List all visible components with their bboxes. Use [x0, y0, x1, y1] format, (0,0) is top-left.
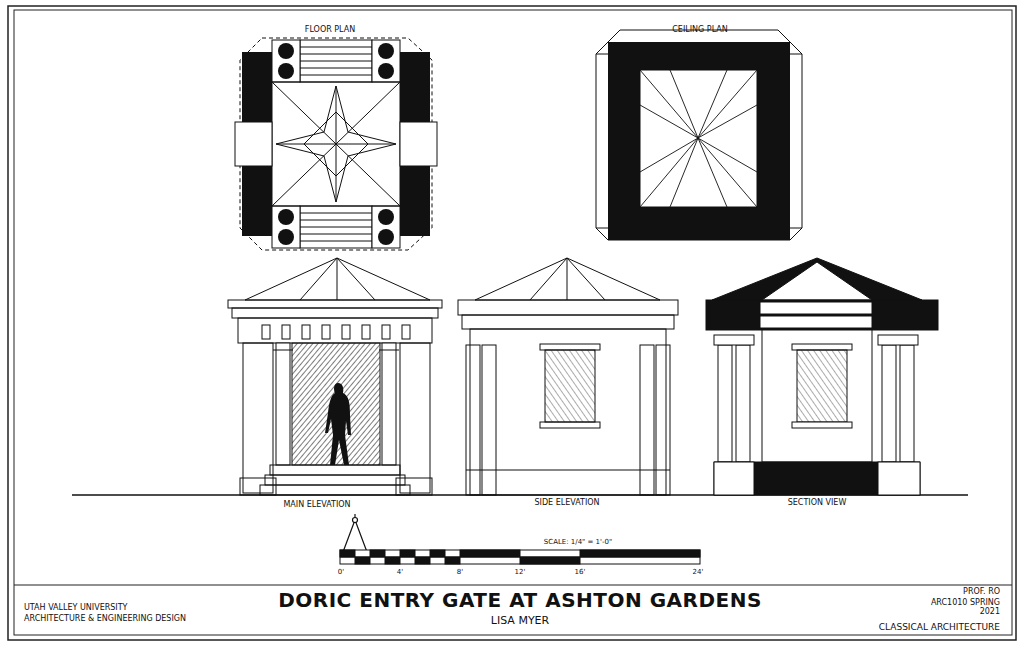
scale-number: 4'	[397, 568, 403, 576]
scale-number: 8'	[457, 568, 463, 576]
sheet-title: DORIC ENTRY GATE AT ASHTON GARDENS	[278, 589, 762, 612]
scale-number: 24'	[693, 568, 704, 576]
scale-number: 12'	[515, 568, 526, 576]
view-label: SECTION VIEW	[788, 498, 847, 507]
scale-note: SCALE: 1/4" = 1'-0"	[544, 538, 612, 546]
school-name: UTAH VALLEY UNIVERSITY	[24, 603, 127, 612]
view-label: FLOOR PLAN	[305, 25, 355, 34]
course-note: ARC1010 SPRING 2021	[910, 598, 1000, 616]
course-title: CLASSICAL ARCHITECTURE	[879, 622, 1000, 632]
scale-number: 16'	[575, 568, 586, 576]
scale-number: 0'	[338, 568, 344, 576]
view-label: SIDE ELEVATION	[534, 498, 599, 507]
department-name: ARCHITECTURE & ENGINEERING DESIGN	[24, 614, 186, 623]
professor-note: PROF. RO	[963, 587, 1000, 596]
author-name: LISA MYER	[491, 615, 549, 628]
view-label: CEILING PLAN	[672, 25, 727, 34]
view-label: MAIN ELEVATION	[283, 500, 350, 509]
